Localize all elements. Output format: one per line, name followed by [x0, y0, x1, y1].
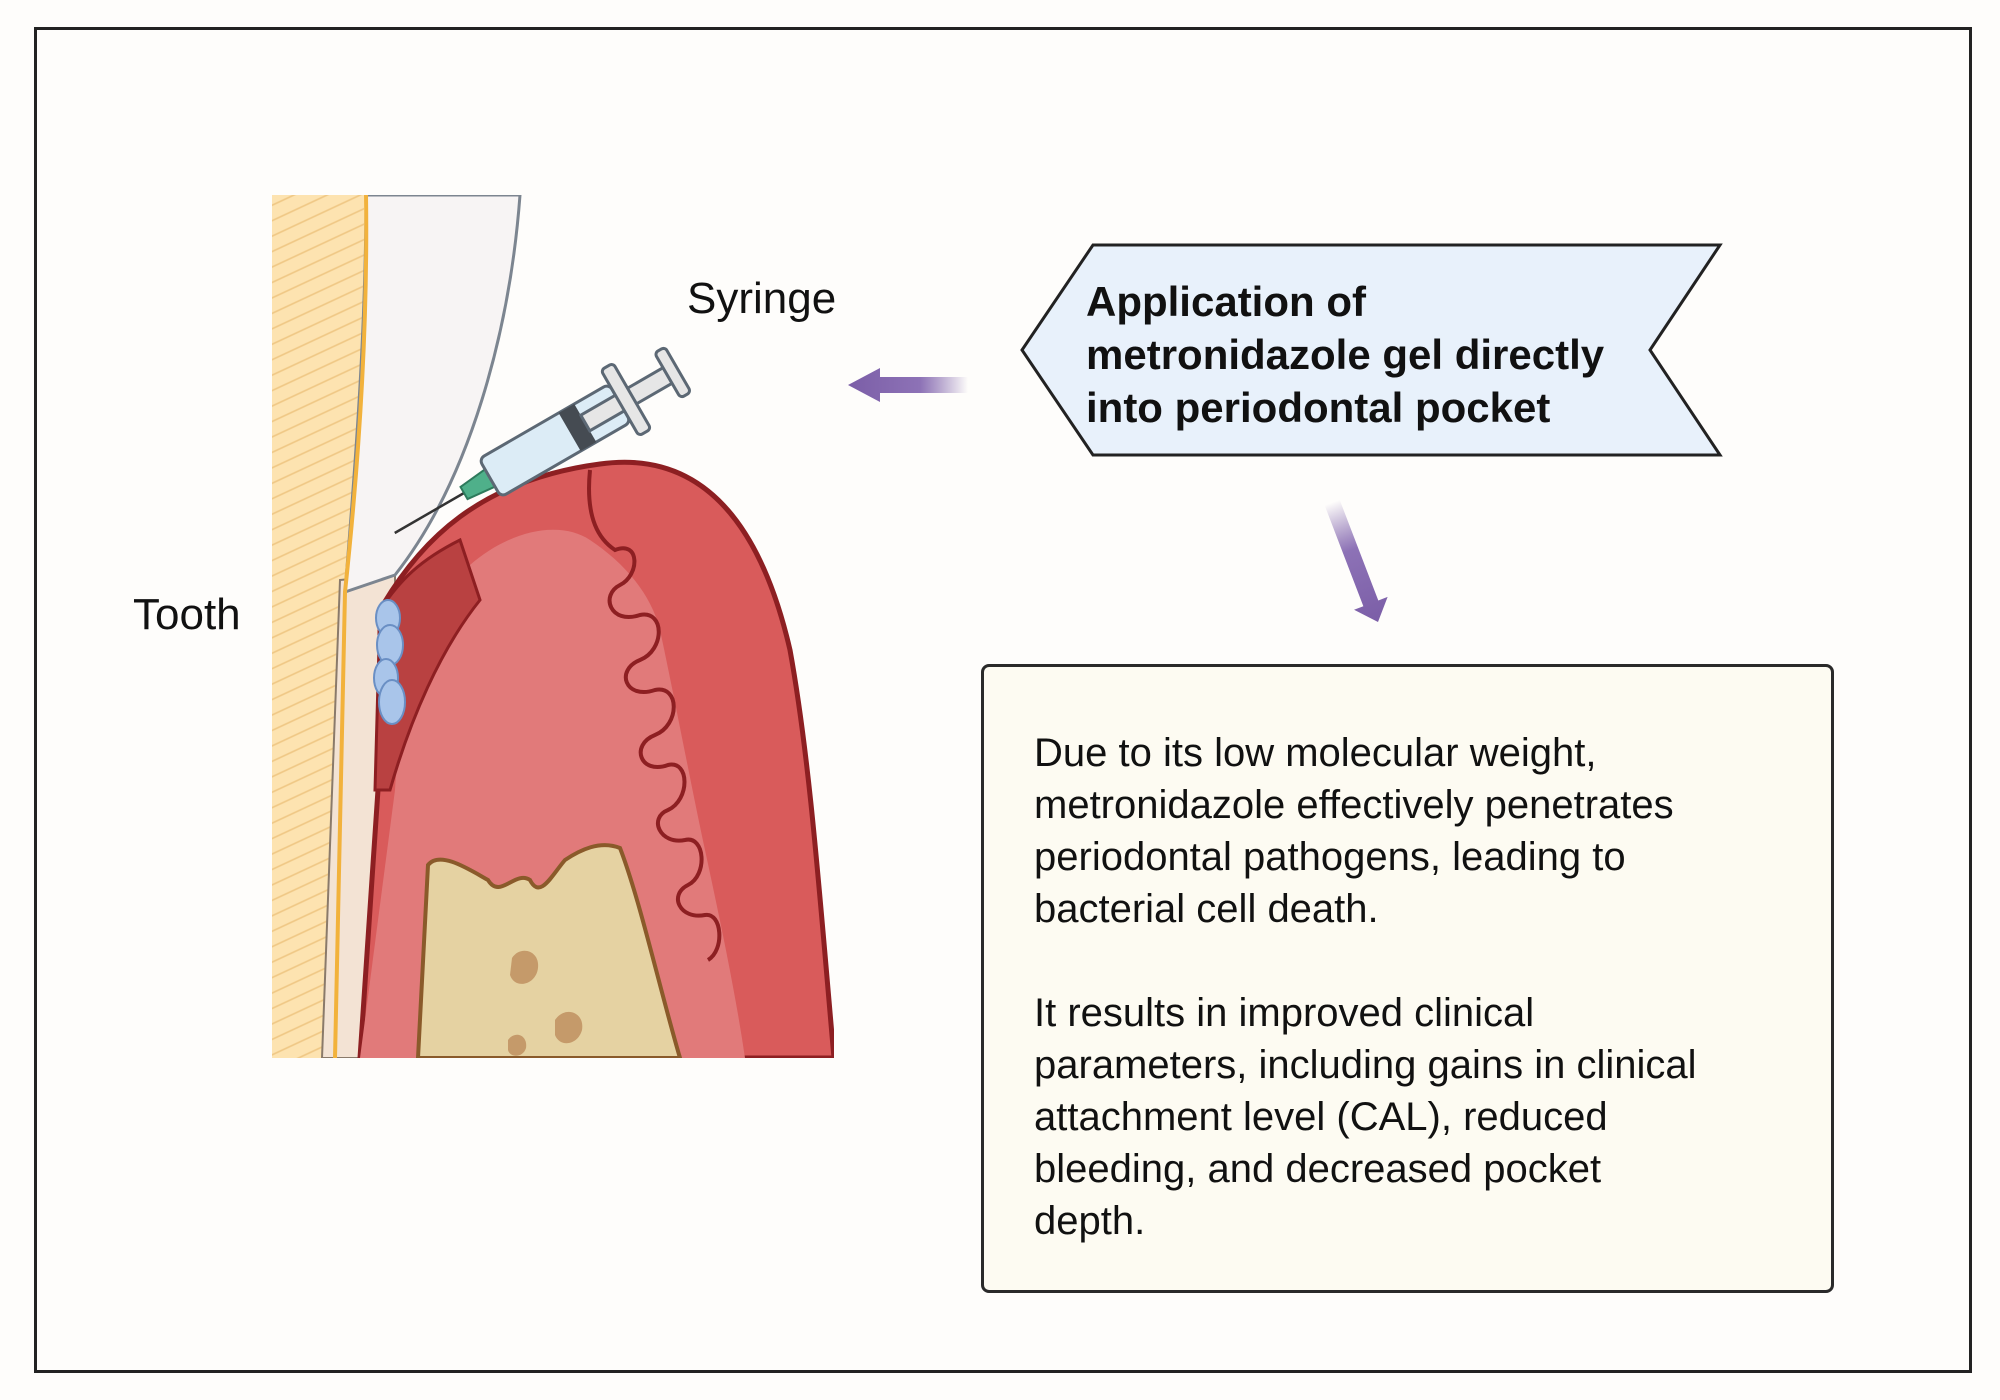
callout-banner	[1020, 243, 1723, 457]
alveolar-bone	[415, 843, 683, 1058]
info-paragraph-2: It results in improved clinical paramete…	[1034, 987, 1814, 1247]
syringe-thumb-rest	[654, 346, 691, 399]
info-box	[981, 664, 1834, 1293]
info-text: Due to its low molecular weight, metroni…	[1034, 727, 1814, 1247]
gum-pocket-wall	[373, 537, 482, 792]
info-paragraph-1: Due to its low molecular weight, metroni…	[1034, 727, 1814, 935]
info-line: bacterial cell death.	[1034, 887, 1379, 931]
gum-epithelial-ridge	[587, 469, 722, 962]
callout-line: Application of	[1086, 278, 1366, 325]
tooth-label: Tooth	[133, 590, 241, 639]
gel-droplet	[378, 679, 406, 725]
arrow-down	[1324, 499, 1388, 622]
syringe-label: Syringe	[687, 274, 837, 323]
info-line: It results in improved clinical	[1034, 991, 1535, 1035]
syringe-plunger-stopper	[558, 403, 597, 452]
arrow-left	[848, 368, 968, 402]
info-line: periodontal pathogens, leading to	[1034, 835, 1626, 879]
syringe-needle	[394, 491, 465, 535]
info-line: bleeding, and decreased pocket	[1034, 1147, 1602, 1191]
tooth-junction	[333, 195, 369, 1058]
callout-line: metronidazole gel directly	[1086, 331, 1605, 378]
callout-line: into periodontal pocket	[1086, 384, 1551, 431]
bone-marrow-spot	[508, 1034, 527, 1056]
bone-marrow-spot	[555, 1011, 583, 1044]
callout-text: Application of metronidazole gel directl…	[1086, 275, 1646, 434]
info-line: depth.	[1034, 1199, 1146, 1243]
info-line: parameters, including gains in clinical	[1034, 1043, 1697, 1087]
info-line: metronidazole effectively penetrates	[1034, 783, 1674, 827]
bone-marrow-spot	[510, 950, 539, 984]
info-line: Due to its low molecular weight,	[1034, 731, 1597, 775]
syringe-finger-flange	[600, 363, 652, 436]
syringe-graphic	[394, 346, 691, 535]
info-line: attachment level (CAL), reduced	[1034, 1095, 1608, 1139]
